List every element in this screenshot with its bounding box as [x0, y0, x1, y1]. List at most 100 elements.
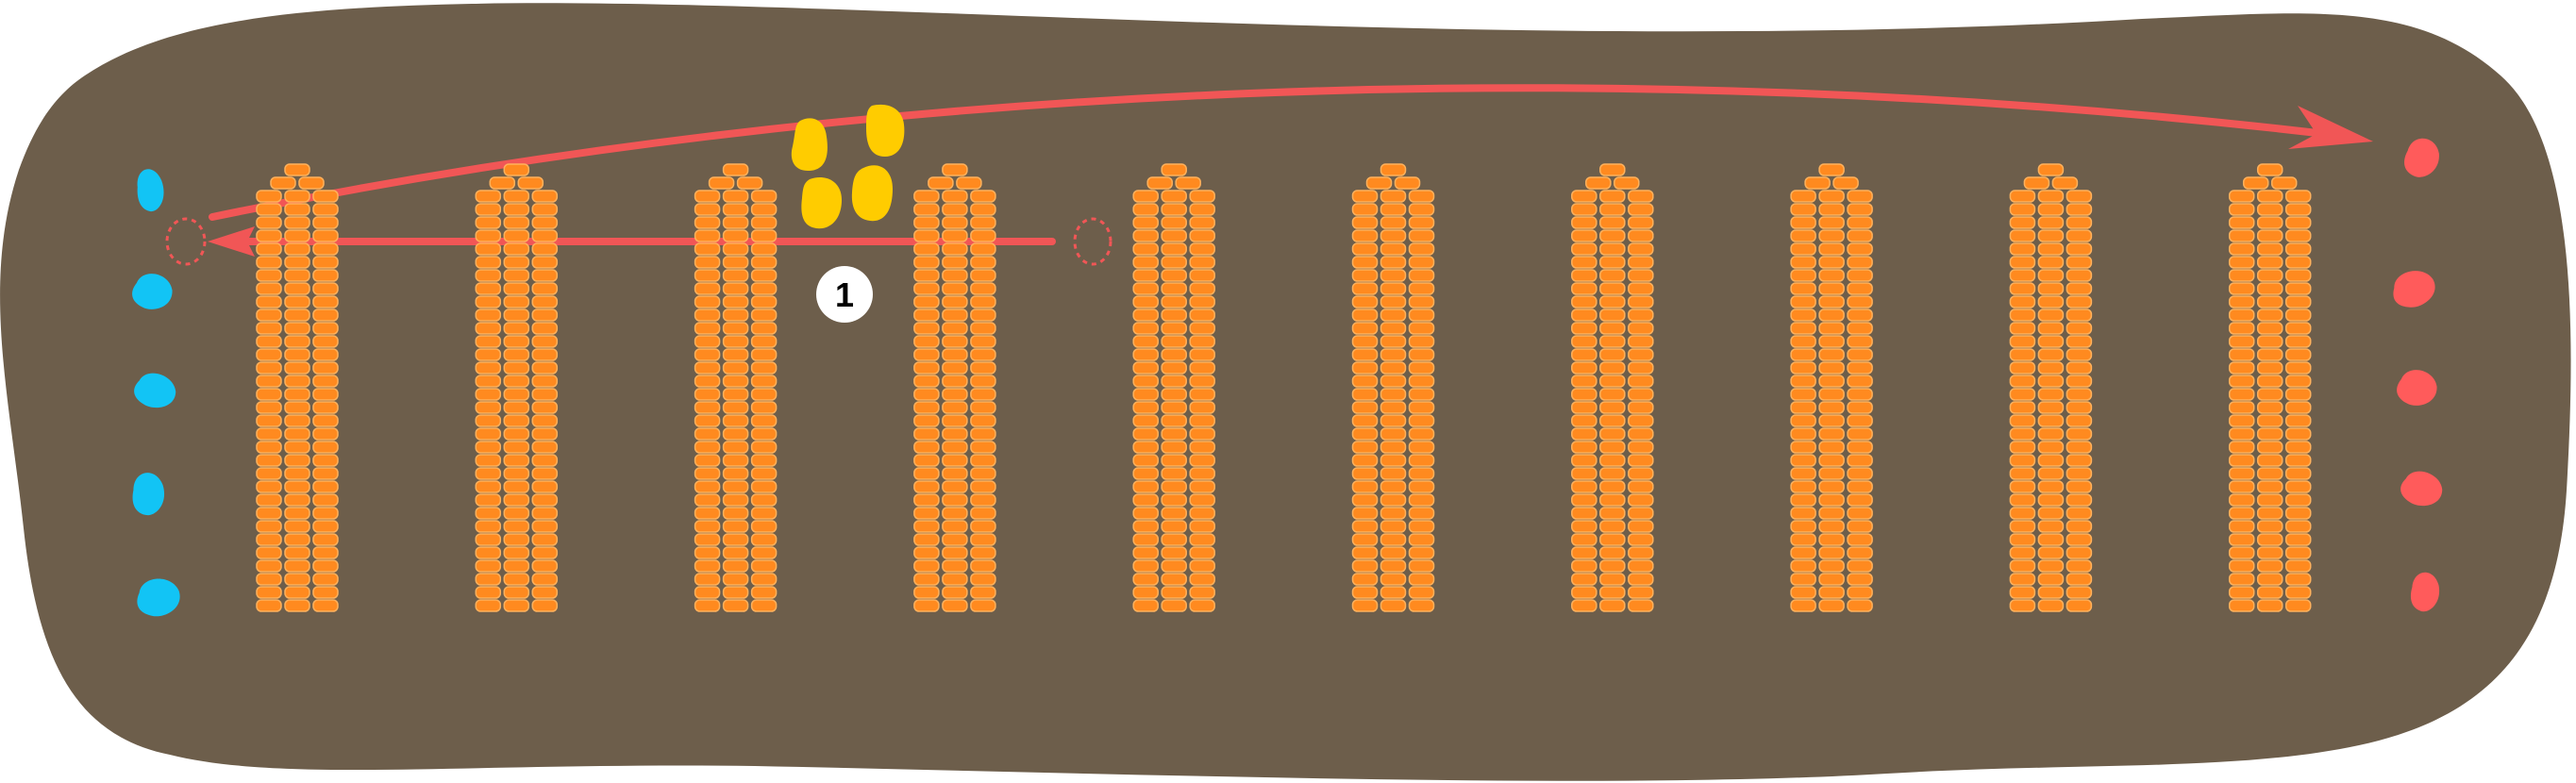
corn-cob-icon	[284, 269, 310, 282]
corn-cob-icon	[1847, 229, 1873, 242]
corn-cob-icon	[503, 573, 530, 586]
corn-cob-icon	[1628, 375, 1654, 388]
corn-cob-icon	[503, 546, 530, 559]
corn-cob-icon	[2037, 190, 2065, 203]
corn-cob-icon	[722, 322, 749, 335]
corn-cob-icon	[1351, 586, 1379, 599]
corn-row-3	[694, 163, 778, 612]
corn-cob-icon	[2256, 401, 2283, 414]
corn-cob-icon	[750, 388, 778, 401]
corn-cob-icon	[942, 203, 968, 216]
corn-cob-icon	[2037, 573, 2065, 586]
corn-cob-icon	[2284, 361, 2312, 375]
corn-cob-icon	[2066, 427, 2093, 441]
corn-cob-icon	[942, 454, 968, 467]
corn-cob-icon	[942, 256, 968, 269]
corn-cob-icon	[2037, 269, 2065, 282]
corn-cob-icon	[2284, 375, 2312, 388]
corn-cob-icon	[256, 335, 282, 348]
corn-cob-icon	[475, 190, 502, 203]
corn-cob-icon	[913, 467, 940, 480]
corn-cob-icon	[1351, 203, 1379, 216]
corn-cob-icon	[1380, 546, 1407, 559]
corn-cob-icon	[1818, 480, 1845, 493]
corn-cob-icon	[2256, 480, 2283, 493]
corn-cob-icon	[2066, 480, 2093, 493]
corn-cob-icon	[750, 242, 778, 256]
corn-cob-icon	[2284, 388, 2312, 401]
corn-cob-icon	[1161, 203, 1187, 216]
corn-cob-icon	[1189, 441, 1215, 454]
corn-cob-icon	[1847, 533, 1873, 546]
corn-cob-icon	[1790, 256, 1816, 269]
corn-cob-icon	[2066, 375, 2093, 388]
corn-cob-icon	[475, 559, 502, 573]
corn-cob-icon	[2009, 454, 2036, 467]
corn-cob-icon	[2256, 308, 2283, 322]
corn-cob-icon	[1628, 256, 1654, 269]
corn-cob-icon	[1599, 480, 1626, 493]
corn-cob-icon	[1408, 335, 1435, 348]
corn-cob-icon	[531, 414, 559, 427]
corn-cob-icon	[312, 322, 339, 335]
corn-cob-icon	[2009, 203, 2036, 216]
corn-cob-icon	[503, 361, 530, 375]
corn-cob-icon	[531, 203, 559, 216]
corn-cob-icon	[970, 388, 996, 401]
corn-cob-icon	[256, 599, 282, 612]
corn-cob-icon	[2009, 388, 2036, 401]
corn-cob-icon	[1790, 242, 1816, 256]
field-background	[0, 3, 2571, 781]
corn-cob-icon	[2284, 322, 2312, 335]
corn-cob-icon	[2256, 216, 2283, 229]
corn-cob-icon	[750, 427, 778, 441]
corn-cob-icon	[1380, 520, 1407, 533]
corn-cob-icon	[2066, 348, 2093, 361]
corn-cob-icon	[1161, 322, 1187, 335]
corn-cob-icon	[1571, 573, 1597, 586]
red-blob-icon	[2410, 572, 2440, 612]
corn-cob-icon	[2066, 401, 2093, 414]
blue-blob-icon	[137, 578, 180, 617]
corn-cob-icon	[2066, 507, 2093, 520]
corn-cob-icon	[1380, 282, 1407, 295]
corn-cob-icon	[2228, 229, 2255, 242]
corn-cob-icon	[2051, 176, 2079, 190]
corn-cob-icon	[1599, 322, 1626, 335]
corn-cob-icon	[694, 335, 721, 348]
corn-cob-icon	[1818, 190, 1845, 203]
corn-cob-icon	[1380, 401, 1407, 414]
corn-cob-icon	[694, 401, 721, 414]
corn-cob-icon	[970, 480, 996, 493]
corn-cob-icon	[970, 546, 996, 559]
corn-cob-icon	[284, 348, 310, 361]
corn-cob-icon	[531, 401, 559, 414]
corn-cob-icon	[1599, 520, 1626, 533]
corn-cob-icon	[475, 282, 502, 295]
corn-cob-icon	[284, 242, 310, 256]
corn-cob-icon	[503, 507, 530, 520]
corn-cob-icon	[970, 375, 996, 388]
corn-cob-icon	[1132, 242, 1159, 256]
corn-cob-icon	[475, 388, 502, 401]
corn-cob-icon	[2066, 599, 2093, 612]
corn-cob-icon	[2066, 269, 2093, 282]
corn-cob-icon	[750, 229, 778, 242]
corn-cob-icon	[1571, 308, 1597, 322]
corn-cob-icon	[2009, 401, 2036, 414]
corn-cob-icon	[1132, 586, 1159, 599]
corn-cob-icon	[2037, 586, 2065, 599]
corn-cob-icon	[256, 441, 282, 454]
yellow-blob-icon	[801, 177, 842, 229]
corn-cob-icon	[1380, 322, 1407, 335]
corn-cob-icon	[1408, 375, 1435, 388]
corn-cob-icon	[2037, 335, 2065, 348]
corn-cob-icon	[1351, 599, 1379, 612]
corn-cob-icon	[750, 586, 778, 599]
corn-cob-icon	[1408, 546, 1435, 559]
corn-cob-icon	[256, 573, 282, 586]
corn-cob-icon	[1790, 269, 1816, 282]
corn-cob-icon	[503, 163, 530, 176]
corn-cob-icon	[694, 295, 721, 308]
corn-cob-icon	[1790, 573, 1816, 586]
